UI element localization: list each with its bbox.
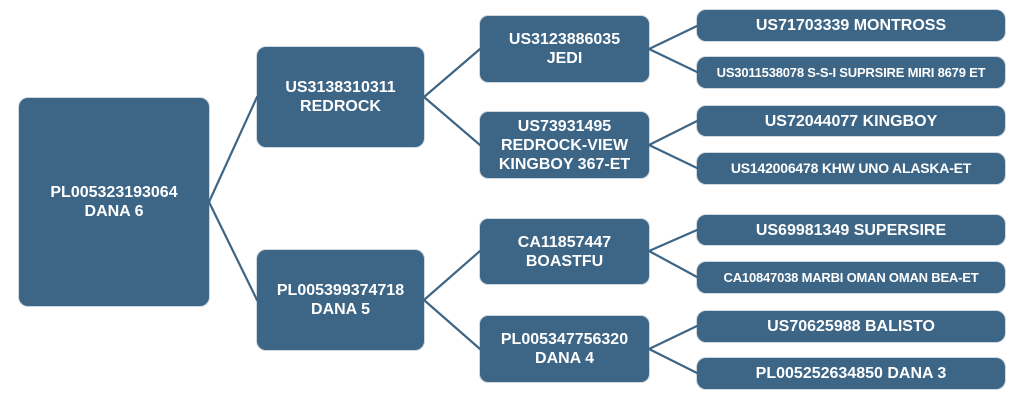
- connector-sire-sire: [422, 47, 482, 99]
- connector-ggp-6: [647, 249, 699, 279]
- connector-ggp-8: [647, 347, 699, 375]
- node-dam: PL005399374718 DANA 5: [257, 250, 424, 350]
- connector-dam-dam: [422, 298, 482, 351]
- node-ggp-6: CA10847038 MARBI OMAN OMAN BEA-ET: [697, 262, 1005, 293]
- node-root-id: PL005323193064: [50, 184, 178, 201]
- node-ggp-7-label: US70625988 BALISTO: [767, 318, 935, 335]
- node-ggp-1: US71703339 MONTROSS: [697, 10, 1005, 41]
- node-ggp-5-label: US69981349 SUPERSIRE: [755, 221, 947, 239]
- node-ggp-3-label: US72044077 KINGBOY: [764, 112, 938, 130]
- node-dam-sire-name: BOASTFU: [525, 252, 604, 270]
- connector-ggp-3: [647, 119, 699, 147]
- node-ggp-6-label: CA10847038 MARBI OMAN OMAN BEA-ET: [723, 270, 979, 285]
- node-ggp-7: US70625988 BALISTO: [697, 311, 1005, 342]
- node-ggp-3: US72044077 KINGBOY: [697, 106, 1005, 136]
- node-ggp-8-label: PL005252634850 DANA 3: [755, 365, 947, 382]
- connector-root-sire: [207, 95, 259, 204]
- node-dam-name: DANA 5: [311, 301, 370, 318]
- node-sire-sire-id: US3123886035: [508, 31, 621, 48]
- node-dam-sire-id: CA11857447: [517, 233, 612, 251]
- connector-ggp-2: [647, 47, 699, 74]
- node-sire-dam-id: US73931495: [517, 117, 612, 135]
- connector-sire-dam: [422, 95, 482, 147]
- node-root-name: DANA 6: [84, 203, 144, 220]
- node-sire: US3138310311 REDROCK: [257, 47, 424, 147]
- node-dam-id: PL005399374718: [276, 282, 405, 299]
- node-sire-dam-name2: KINGBOY 367-ET: [498, 155, 631, 173]
- node-ggp-4: US142006478 KHW UNO ALASKA-ET: [697, 153, 1005, 184]
- node-ggp-5: US69981349 SUPERSIRE: [697, 215, 1005, 245]
- connector-ggp-7: [647, 324, 699, 351]
- connector-dam-sire: [422, 249, 482, 302]
- node-root: PL005323193064 DANA 6: [19, 98, 209, 306]
- node-ggp-8: PL005252634850 DANA 3: [697, 358, 1005, 389]
- node-ggp-4-label: US142006478 KHW UNO ALASKA-ET: [730, 160, 972, 176]
- node-dam-sire: CA11857447 BOASTFU: [480, 219, 649, 284]
- node-sire-name: REDROCK: [300, 98, 381, 115]
- connector-ggp-5: [647, 228, 699, 253]
- node-dam-dam: PL005347756320 DANA 4: [480, 316, 649, 382]
- node-dam-dam-name: DANA 4: [535, 350, 594, 367]
- connector-ggp-1: [647, 24, 699, 51]
- node-sire-sire-name: JEDI: [546, 50, 583, 67]
- node-sire-sire: US3123886035 JEDI: [480, 16, 649, 82]
- node-dam-dam-id: PL005347756320: [500, 331, 629, 348]
- node-ggp-2: US3011538078 S-S-I SUPRSIRE MIRI 8679 ET: [697, 57, 1005, 88]
- connector-root-dam: [207, 200, 259, 302]
- connector-ggp-4: [647, 143, 699, 170]
- node-ggp-2-label: US3011538078 S-S-I SUPRSIRE MIRI 8679 ET: [716, 65, 986, 80]
- node-sire-id: US3138310311: [285, 79, 396, 96]
- node-sire-dam-name: REDROCK-VIEW: [500, 136, 629, 154]
- node-sire-dam: US73931495 REDROCK-VIEW KINGBOY 367-ET: [480, 112, 649, 178]
- node-ggp-1-label: US71703339 MONTROSS: [755, 17, 947, 34]
